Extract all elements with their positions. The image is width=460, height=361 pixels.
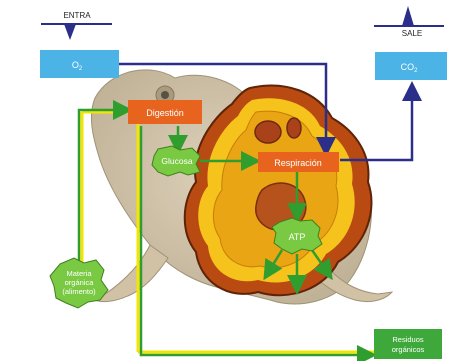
co2-box: CO2 xyxy=(375,52,447,80)
entra-label: ENTRA xyxy=(63,11,91,20)
co2-label: CO xyxy=(401,62,415,72)
materia-line3: (alimento) xyxy=(62,287,96,296)
o2-label: O xyxy=(72,60,79,70)
entra-marker: ENTRA xyxy=(41,11,112,40)
glucosa-badge: Glucosa xyxy=(152,146,200,176)
glucosa-label: Glucosa xyxy=(161,156,192,166)
sale-label: SALE xyxy=(402,29,422,38)
residuos-box: Residuos orgánicos xyxy=(374,329,442,359)
materia-organica-badge: Materia orgánica (alimento) xyxy=(50,258,108,308)
respiracion-label: Respiración xyxy=(274,158,322,168)
materia-line2: orgánica xyxy=(65,278,95,287)
triangle-down-icon xyxy=(64,24,76,40)
atp-label: ATP xyxy=(289,232,306,242)
residuos-line1: Residuos xyxy=(392,335,424,344)
o2-box: O2 xyxy=(40,50,119,78)
digestion-label: Digestión xyxy=(146,108,184,118)
residuos-line2: orgánicos xyxy=(392,345,425,354)
digestion-box: Digestión xyxy=(128,100,202,124)
triangle-up-icon xyxy=(402,6,414,26)
materia-line1: Materia xyxy=(66,269,92,278)
respiracion-box: Respiración xyxy=(258,152,339,172)
sale-marker: SALE xyxy=(374,6,444,38)
